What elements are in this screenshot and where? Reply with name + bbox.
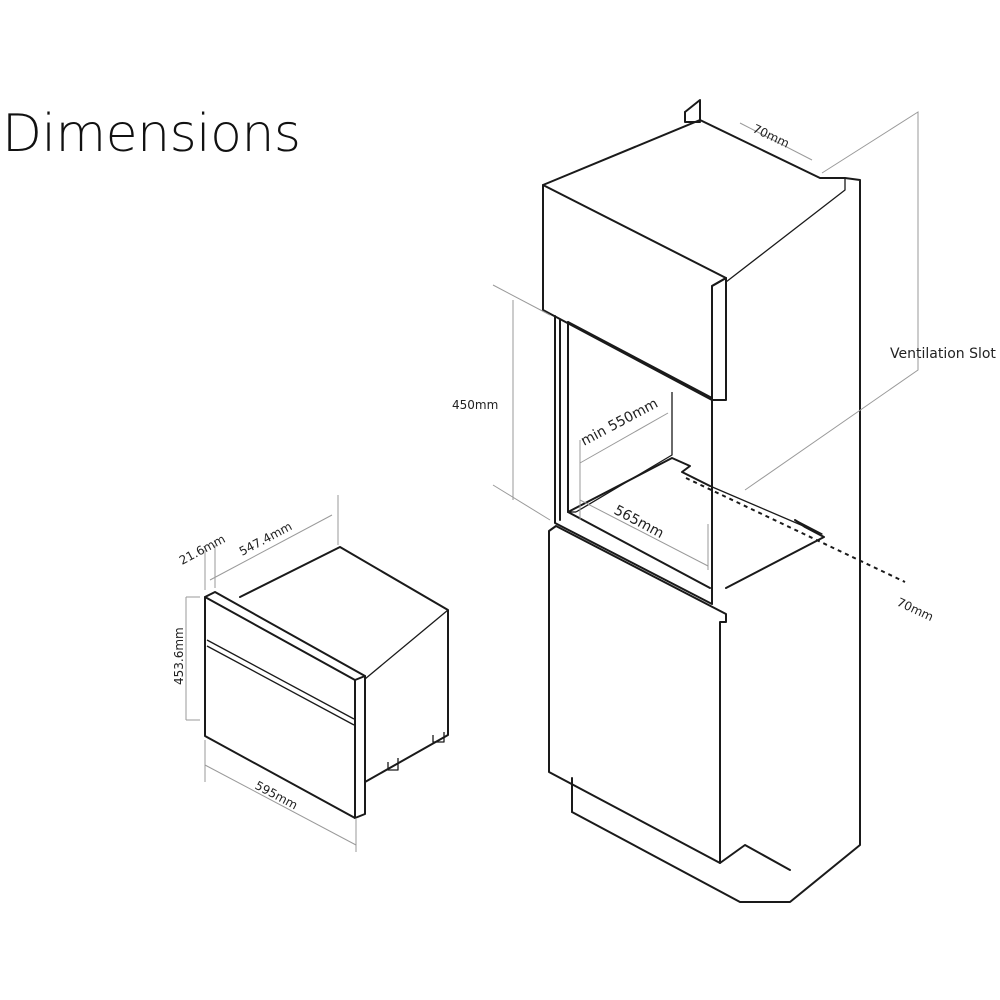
niche-height-label: 450mm [452,398,498,412]
appliance-height-label: 453.6mm [172,627,186,685]
ventilation-slot-label: Ventilation Slot [890,346,996,362]
niche-width-label: 565mm [611,502,666,541]
appliance-dimension-lines [185,495,357,852]
body-depth-label: 547.4mm [237,519,295,558]
appliance [204,546,449,819]
niche-depth-label: min 550mm [578,396,660,450]
cab-top-depth-label: 70mm [751,122,792,151]
cabinet-dimension-lines [492,111,919,570]
page-title: Dimensions [2,104,301,164]
tall-cabinet [542,99,861,903]
fascia-thickness-label: 21.6mm [177,532,228,568]
vent-dashed-line [685,477,906,583]
vent-depth-label: 70mm [895,595,936,624]
